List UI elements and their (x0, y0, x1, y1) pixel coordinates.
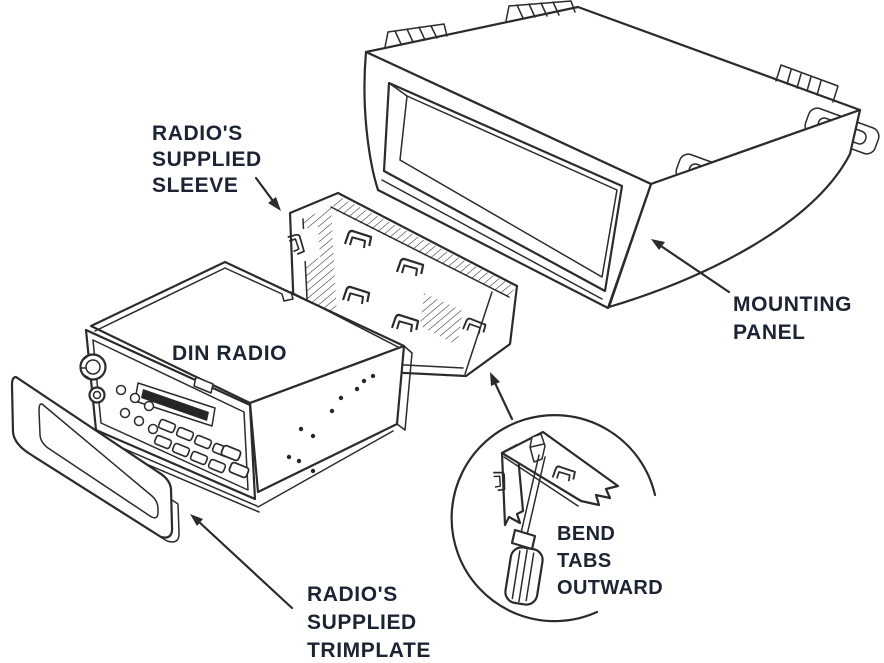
radio-top-seam (94, 267, 401, 349)
bend-tabs-inset (450, 414, 657, 623)
radio-side-holes (286, 373, 376, 474)
trimplate-opening (38, 403, 159, 519)
panel-side-tab (775, 64, 839, 103)
bend-tabs-label-line3: OUTWARD (557, 577, 663, 599)
trimplate-label: RADIO'S SUPPLIED TRIMPLATE (307, 583, 431, 662)
din-radio-drawing (79, 260, 413, 513)
trimplate-label-line3: TRIMPLATE (307, 639, 431, 662)
radio-display (193, 376, 214, 394)
trimplate-label-arrow (190, 514, 294, 610)
bend-tabs-label-line2: TABS (557, 550, 612, 572)
radio-round-buttons (115, 384, 159, 435)
inset-sleeve-corner (490, 430, 620, 527)
radio-bottom-edge (257, 430, 394, 508)
radio-end-face (396, 345, 413, 431)
radio-tuner-knob (88, 386, 106, 404)
sleeve-label-line3: SLEEVE (152, 174, 238, 197)
bend-tabs-label: BEND TABS OUTWARD (557, 523, 663, 599)
sleeve-rim-cutout-bg (299, 226, 320, 262)
sleeve-label-arrow (254, 176, 281, 211)
labels: RADIO'S SUPPLIED SLEEVE DIN RADIO MOUNTI… (152, 122, 852, 662)
mounting-panel-drawing (363, 0, 880, 310)
bend-tabs-label-line1: BEND (557, 523, 615, 545)
sleeve-label-line1: RADIO'S (152, 122, 243, 145)
trimplate-label-line2: SUPPLIED (307, 611, 417, 634)
inset-bent-tab (529, 433, 546, 463)
panel-right-face (607, 108, 862, 309)
trimplate-label-line1: RADIO'S (307, 583, 398, 606)
mounting-panel-label: MOUNTING PANEL (733, 293, 852, 344)
panel-front-face (363, 50, 653, 310)
sleeve-top-inner-edge (330, 206, 510, 298)
mounting-panel-label-line2: PANEL (733, 321, 806, 344)
panel-top-tab-right (505, 0, 576, 22)
mounting-panel-arrow (651, 239, 731, 294)
radio-volume-knob (79, 353, 107, 381)
din-radio-label: DIN RADIO (172, 342, 287, 365)
inset-screwdriver (504, 454, 546, 606)
leader-arrows (190, 176, 731, 610)
panel-opening (381, 81, 624, 300)
trimplate-drawing (10, 375, 180, 543)
sleeve-label-line2: SUPPLIED (152, 148, 262, 171)
bend-tabs-arrow (490, 372, 514, 421)
inset-circle (450, 414, 657, 623)
panel-top-tab-left (384, 23, 448, 48)
sleeve-hatch-end (420, 293, 463, 345)
mounting-panel-label-line1: MOUNTING (733, 293, 852, 316)
sleeve-label: RADIO'S SUPPLIED SLEEVE (152, 122, 262, 197)
trimplate-thickness (33, 456, 180, 543)
sleeve-hatch-top (332, 196, 516, 297)
